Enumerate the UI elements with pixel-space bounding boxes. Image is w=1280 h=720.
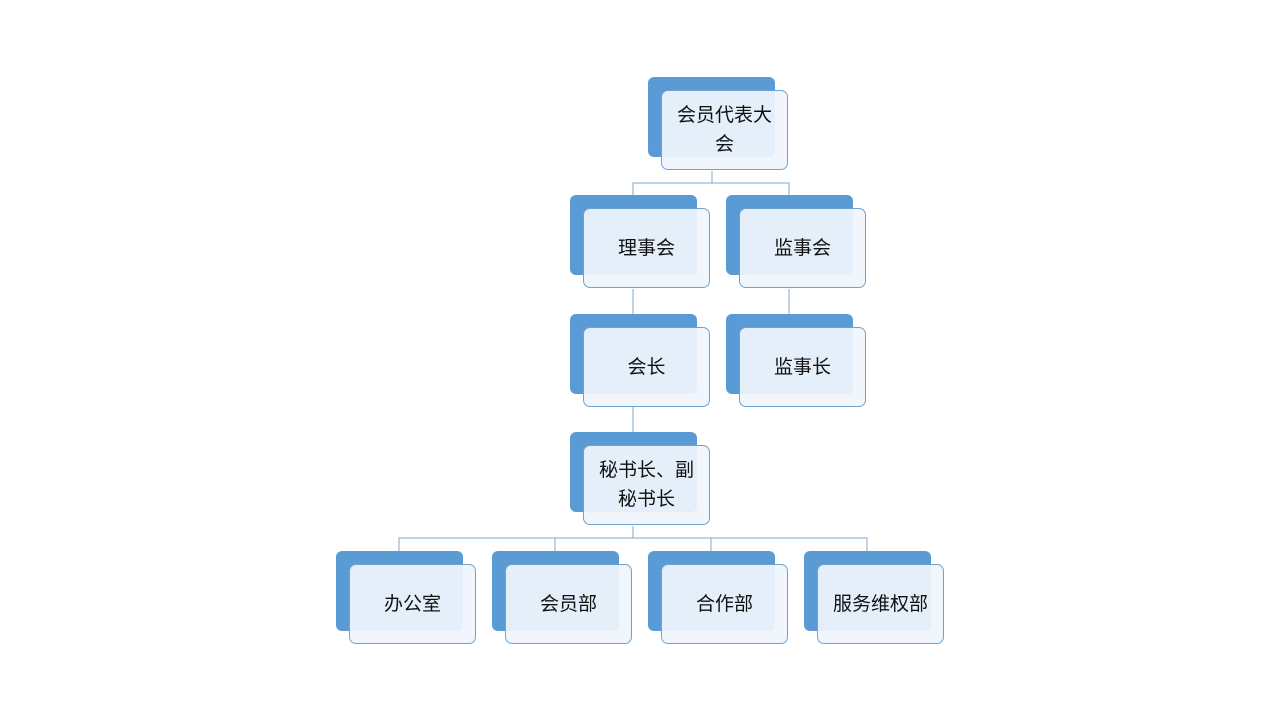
connector-secretary-to-cooperation <box>633 537 712 551</box>
connector-secretary-to-office <box>398 526 634 551</box>
node-chief-supervisor-card: 监事长 <box>739 327 866 407</box>
node-office-label: 办公室 <box>383 592 441 615</box>
node-supervisory-board-label: 监事会 <box>773 236 831 259</box>
node-president-label: 会长 <box>627 355 666 378</box>
node-cooperation-dept-label: 合作部 <box>695 592 753 615</box>
node-supervisory-board-card: 监事会 <box>739 208 866 288</box>
node-membership-dept-card: 会员部 <box>505 564 632 644</box>
node-office-card: 办公室 <box>349 564 476 644</box>
node-assembly-label: 会员代表大会 <box>676 104 772 155</box>
node-membership-dept-label: 会员部 <box>539 592 597 615</box>
connector-secretary-to-rights <box>711 537 868 551</box>
node-president-card: 会长 <box>583 327 710 407</box>
node-secretary-general-card: 秘书长、副秘书长 <box>583 445 710 525</box>
node-council-card: 理事会 <box>583 208 710 288</box>
node-council-label: 理事会 <box>617 236 675 259</box>
node-rights-dept-card: 服务维权部 <box>817 564 944 644</box>
node-chief-supervisor-label: 监事长 <box>773 355 831 378</box>
connector-assembly-to-council <box>632 171 713 196</box>
node-cooperation-dept-card: 合作部 <box>661 564 788 644</box>
node-rights-dept-label: 服务维权部 <box>832 592 928 615</box>
node-secretary-general-label: 秘书长、副秘书长 <box>598 459 694 510</box>
node-assembly-card: 会员代表大会 <box>661 90 788 170</box>
